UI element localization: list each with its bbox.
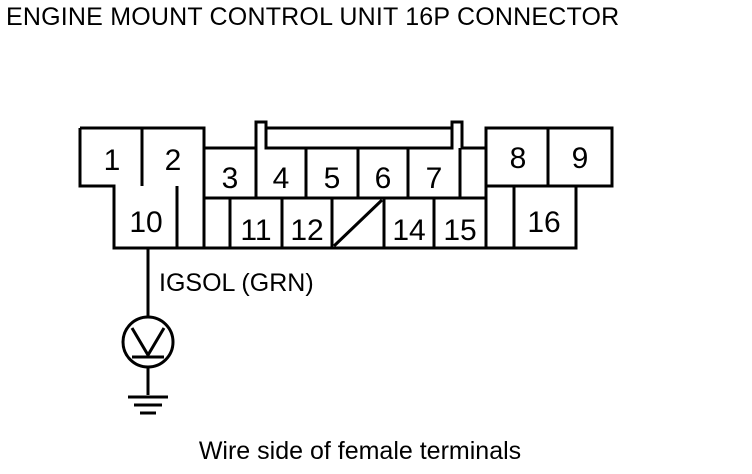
diagram-caption: Wire side of female terminals — [198, 437, 522, 465]
pin-12-label: 12 — [290, 214, 323, 247]
pin-8-label: 8 — [510, 142, 527, 175]
diagram-title: ENGINE MOUNT CONTROL UNIT 16P CONNECTOR — [6, 3, 620, 31]
pin-2-label: 2 — [165, 144, 182, 177]
pin-14-label: 14 — [392, 214, 425, 247]
pin-15-label: 15 — [443, 214, 476, 247]
voltmeter-icon — [121, 315, 175, 369]
pin-6-label: 6 — [375, 162, 392, 195]
cavity-dividers — [140, 128, 576, 248]
pin-9-label: 9 — [572, 142, 589, 175]
connector-outline — [78, 120, 614, 250]
pin-10-label: 10 — [129, 206, 162, 239]
pin-3-label: 3 — [222, 162, 239, 195]
pin-1-label: 1 — [104, 144, 121, 177]
pin-7-label: 7 — [426, 162, 443, 195]
pin-11-label: 11 — [240, 214, 271, 247]
pin-4-label: 4 — [273, 162, 290, 195]
pin-16-label: 16 — [527, 206, 560, 239]
wire-label: IGSOL (GRN) — [159, 269, 314, 297]
ground-icon — [128, 395, 168, 415]
pin-5-label: 5 — [324, 162, 341, 195]
